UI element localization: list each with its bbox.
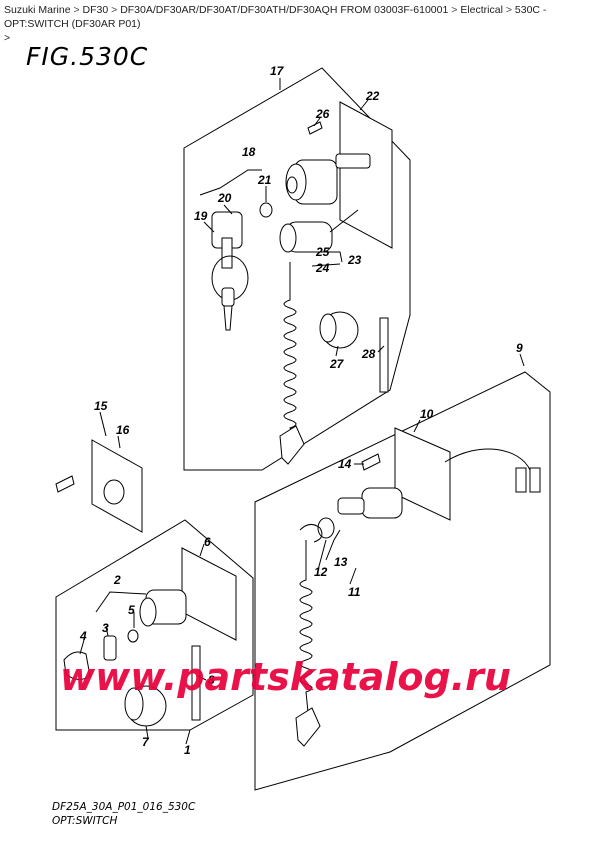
breadcrumb-trailing: > xyxy=(4,32,11,44)
callout-25: 25 xyxy=(315,245,330,259)
plunger-12 xyxy=(337,497,365,515)
callout-16: 16 xyxy=(116,423,130,437)
callout-27: 27 xyxy=(329,357,345,371)
connector-b xyxy=(529,467,541,493)
callout-18: 18 xyxy=(242,145,256,159)
callout-3: 3 xyxy=(102,621,109,635)
figure-title: FIG.530C xyxy=(26,42,149,71)
callout-12: 12 xyxy=(314,565,328,579)
switch-body-18 xyxy=(285,153,371,205)
callout-8: 8 xyxy=(208,673,215,687)
plate-10 xyxy=(394,427,451,521)
assembly-panel-9 xyxy=(254,371,551,791)
callout-23: 23 xyxy=(347,253,362,267)
callout-9: 9 xyxy=(516,341,523,355)
lanyard-hook xyxy=(299,524,323,543)
lanyard-switch-25 xyxy=(279,209,359,253)
watermark-text: www.partskatalog.ru xyxy=(60,655,511,699)
key-20 xyxy=(211,211,249,331)
callout-11: 11 xyxy=(348,585,361,599)
callout-10: 10 xyxy=(420,407,434,421)
breadcrumb-separator: > xyxy=(505,4,512,16)
lanyard-cord-right xyxy=(299,540,313,713)
cap-7-rim xyxy=(124,687,144,721)
callout-28: 28 xyxy=(361,347,376,361)
callout-22: 22 xyxy=(365,89,380,103)
diagram-caption: OPT:SWITCH xyxy=(52,815,118,827)
washer-21 xyxy=(259,202,273,218)
callout-2: 2 xyxy=(113,573,121,587)
assembly-panel-1 xyxy=(55,519,254,731)
switch-body-13 xyxy=(361,487,403,519)
callout-6: 6 xyxy=(204,535,211,549)
breadcrumb-separator: > xyxy=(451,4,458,16)
plate-6 xyxy=(181,547,237,641)
breadcrumb-current: 530C - OPT:SWITCH (DF30AR P01) xyxy=(4,4,547,30)
breadcrumb-separator: > xyxy=(73,4,83,16)
lanyard-cord-left xyxy=(283,262,297,431)
cable-tie-8 xyxy=(191,645,201,721)
breadcrumb-link-electrical[interactable]: Electrical xyxy=(460,4,503,16)
callout-15: 15 xyxy=(94,399,108,413)
leader-lines xyxy=(79,78,525,745)
diagram-code: DF25A_30A_P01_016_530C xyxy=(52,801,196,813)
switch-knob-15 xyxy=(103,479,125,505)
callout-5: 5 xyxy=(128,603,135,617)
callout-14: 14 xyxy=(338,457,352,471)
breadcrumb-separator: > xyxy=(111,4,118,16)
screw-14 xyxy=(361,453,381,471)
key-3 xyxy=(103,635,117,661)
cable-tie-28 xyxy=(379,317,389,393)
callout-1: 1 xyxy=(184,743,191,757)
switch-face-2 xyxy=(139,597,157,627)
callout-labels: 17 22 26 18 21 20 19 25 24 23 27 28 9 10… xyxy=(79,64,523,757)
callout-24: 24 xyxy=(315,261,330,275)
callout-7: 7 xyxy=(142,735,150,749)
screw-14-left xyxy=(55,475,75,493)
assembly-panel-17 xyxy=(183,67,411,471)
mounting-plate-22 xyxy=(339,101,393,249)
callout-21: 21 xyxy=(257,173,272,187)
callout-20: 20 xyxy=(217,191,232,205)
cap-27 xyxy=(319,311,359,349)
cap-4 xyxy=(63,651,91,680)
callout-19: 19 xyxy=(194,209,208,223)
callout-17: 17 xyxy=(270,64,285,78)
breadcrumb-link-model[interactable]: DF30A/DF30AR/DF30AT/DF30ATH/DF30AQH FROM… xyxy=(120,4,449,16)
breadcrumb-link-df30[interactable]: DF30 xyxy=(82,4,109,16)
lanyard-clip-right xyxy=(295,707,321,747)
breadcrumb-link-suzuki-marine[interactable]: Suzuki Marine xyxy=(4,4,71,16)
connector-a xyxy=(515,467,527,493)
callout-4: 4 xyxy=(79,629,87,643)
screw-26 xyxy=(307,121,323,135)
callout-13: 13 xyxy=(334,555,348,569)
harness-wire xyxy=(444,448,531,471)
breadcrumb: Suzuki Marine > DF30 > DF30A/DF30AR/DF30… xyxy=(4,3,596,45)
washer-5 xyxy=(127,629,139,643)
callout-26: 26 xyxy=(315,107,330,121)
lanyard-clip-left xyxy=(279,425,305,465)
